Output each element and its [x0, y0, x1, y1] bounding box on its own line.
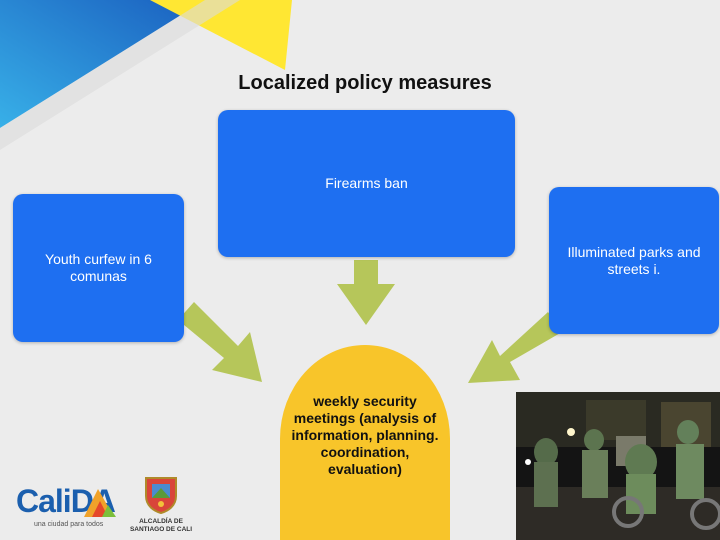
coat-of-arms-icon — [145, 477, 177, 514]
illuminated-parks-box: Illuminated parks and streets i. — [549, 187, 719, 334]
calida-logo: CaliDA una ciudad para todos — [14, 483, 124, 535]
firearms-ban-label: Firearms ban — [325, 175, 408, 191]
arrow-right-to-center — [468, 312, 562, 383]
calida-logo-tagline: una ciudad para todos — [34, 521, 104, 528]
alcaldia-logo: ALCALDÍA DE SANTIAGO DE CALI — [122, 474, 200, 540]
youth-curfew-box: Youth curfew in 6 comunas — [13, 194, 184, 342]
calida-logo-mark — [84, 489, 116, 517]
weekly-meetings-label: weekly security meetings (analysis of in… — [291, 393, 439, 477]
alcaldia-logo-line2: SANTIAGO DE CALI — [129, 526, 193, 533]
illuminated-parks-label: Illuminated parks and streets i. — [567, 243, 701, 277]
firearms-ban-box: Firearms ban — [218, 110, 515, 257]
corner-light-shape — [0, 0, 240, 150]
arrow-down — [337, 260, 395, 325]
alcaldia-logo-line1: ALCALDÍA DE — [139, 518, 183, 525]
arrow-left-to-center — [178, 302, 262, 382]
weekly-meetings-circle: weekly security meetings (analysis of in… — [280, 345, 450, 540]
youth-curfew-label: Youth curfew in 6 comunas — [45, 251, 152, 284]
page-title: Localized policy measures — [238, 72, 492, 94]
police-photo — [516, 392, 720, 540]
